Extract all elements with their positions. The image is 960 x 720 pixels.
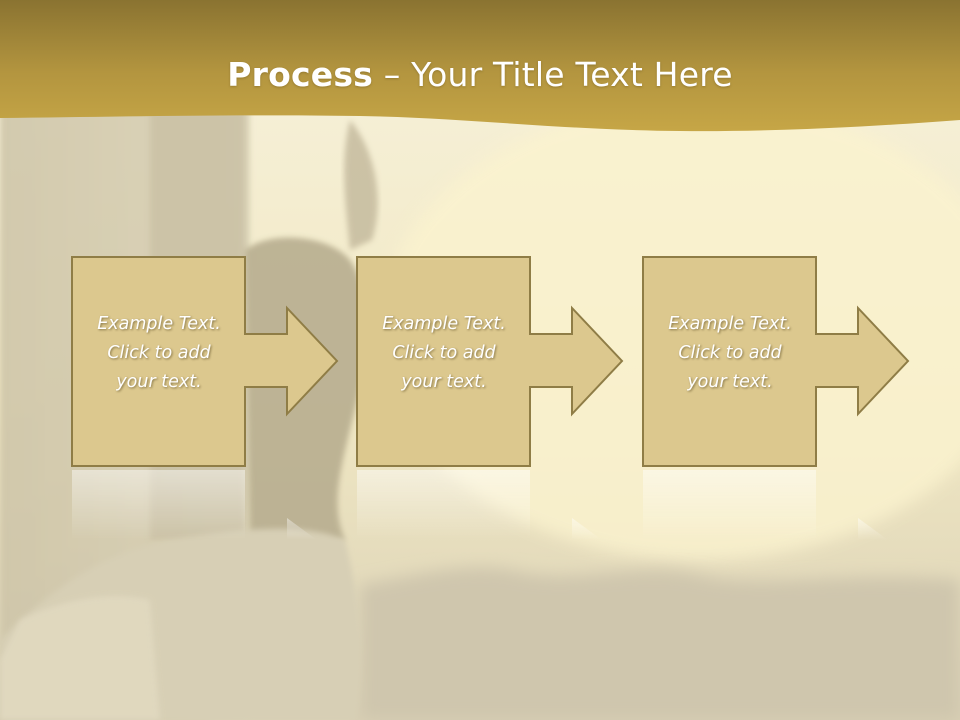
process-step-2[interactable]: Example Text. Click to add your text. <box>356 256 632 468</box>
title-banner <box>0 0 960 132</box>
step-3-text[interactable]: Example Text. Click to add your text. <box>668 314 792 392</box>
step-1-shape <box>71 256 339 467</box>
process-step-3[interactable]: Example Text. Click to add your text. <box>642 256 918 468</box>
step-3-shape <box>642 256 910 467</box>
step-2-reflection <box>357 470 602 540</box>
step-2-text[interactable]: Example Text. Click to add your text. <box>382 314 506 392</box>
step-1-reflection <box>72 470 317 540</box>
process-step-1[interactable]: Example Text. Click to add your text. <box>71 256 347 468</box>
title-rest: – Your Title Text Here <box>373 55 733 94</box>
slide-title[interactable]: Process – Your Title Text Here <box>0 50 960 100</box>
step-1-text[interactable]: Example Text. Click to add your text. <box>97 314 221 392</box>
step-3-reflection <box>643 470 888 540</box>
title-bold: Process <box>227 55 374 94</box>
step-2-shape <box>356 256 624 467</box>
